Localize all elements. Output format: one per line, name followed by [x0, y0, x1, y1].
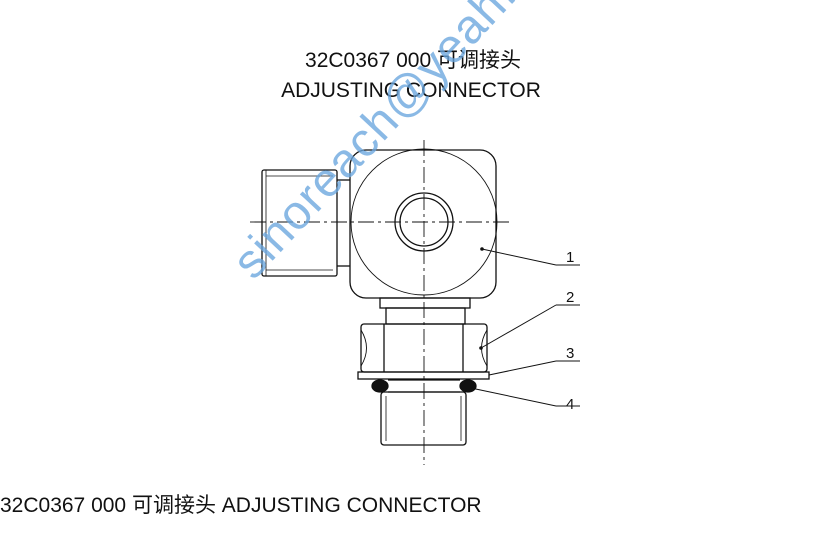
- side-port: [261, 169, 350, 277]
- body-neck: [379, 297, 471, 325]
- drawing-title-name: ADJUSTING CONNECTOR: [281, 79, 541, 102]
- leader-lines: [470, 248, 580, 407]
- body-part-1: [349, 148, 498, 299]
- figure-caption: 32C0367 000 可调接头 ADJUSTING CONNECTOR: [0, 494, 482, 517]
- drawing-title-code: 32C0367 000 可调接头: [305, 49, 521, 72]
- washer-part-3: [357, 371, 490, 380]
- callout-4: 4: [566, 396, 574, 413]
- center-lines: [250, 140, 510, 465]
- callout-1: 1: [566, 249, 574, 266]
- threaded-stud: [380, 391, 467, 446]
- callout-3: 3: [566, 345, 574, 362]
- callout-2: 2: [566, 289, 574, 306]
